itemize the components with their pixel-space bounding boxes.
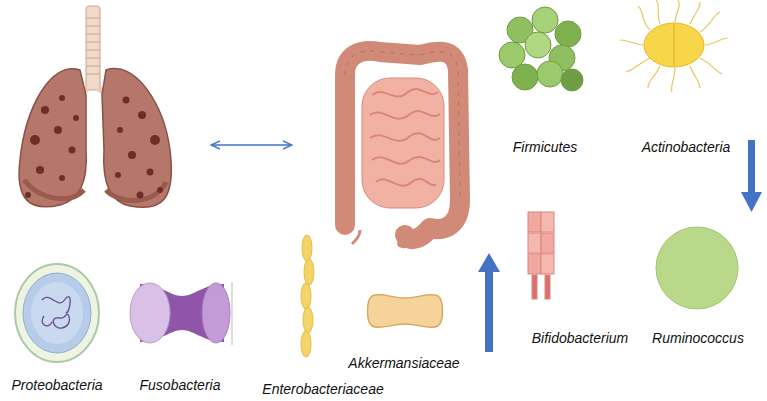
actinobacteria-cell bbox=[620, 0, 728, 92]
taxon-label: Bifidobacterium bbox=[532, 330, 629, 346]
taxon-label: Actinobacteria bbox=[642, 139, 731, 155]
double-arrow bbox=[212, 144, 291, 145]
proteobacteria-cell bbox=[15, 264, 99, 362]
decrease-arrow bbox=[741, 140, 762, 212]
firmicutes-cluster bbox=[499, 7, 583, 91]
bifidobacterium-cells bbox=[528, 212, 554, 299]
taxon-label: Akkermansiaceae bbox=[348, 355, 459, 371]
taxon-label: Ruminococcus bbox=[652, 330, 744, 346]
intestine bbox=[345, 51, 460, 248]
fusobacteria-cell bbox=[130, 282, 232, 345]
taxon-label: Proteobacteria bbox=[11, 377, 102, 393]
increase-arrow bbox=[478, 253, 500, 352]
akkermansiaceae-cell bbox=[368, 295, 443, 328]
enterobacteriaceae-chain bbox=[301, 235, 314, 357]
taxon-label: Fusobacteria bbox=[140, 377, 221, 393]
lungs bbox=[19, 6, 171, 207]
taxon-label: Enterobacteriaceae bbox=[262, 381, 383, 397]
taxon-label: Firmicutes bbox=[513, 139, 578, 155]
ruminococcus-cell bbox=[656, 227, 738, 309]
